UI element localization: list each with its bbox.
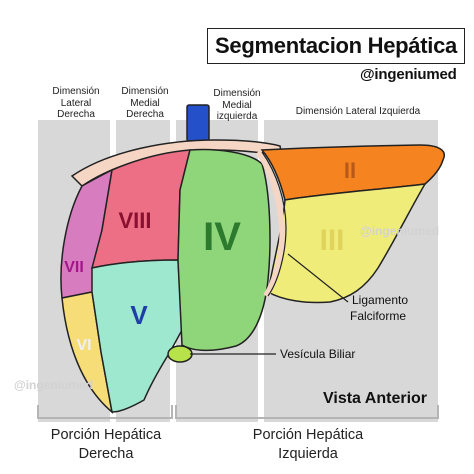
segment-iv [177, 148, 271, 352]
vesicula-biliar [167, 345, 193, 363]
bracket-izquierda [175, 405, 439, 419]
page-title: Segmentacion Hepática [207, 28, 465, 64]
label-vi: VI [76, 337, 91, 354]
ligamento-outline [261, 151, 287, 297]
label-vii: VII [64, 259, 84, 276]
ligamento-pointer [287, 253, 349, 303]
label-iii: III [319, 224, 344, 257]
segment-v [91, 259, 183, 413]
watermark-top: @ingeniumed [360, 224, 440, 238]
watermark-bottom: @ingeniumed [14, 378, 94, 392]
label-iv: IV [203, 215, 241, 259]
label-ligamento-line2: Falciforme [350, 309, 406, 323]
label-vesicula: Vesícula Biliar [280, 347, 355, 361]
view-label: Vista Anterior [323, 390, 428, 407]
ligamento-falciforme [255, 150, 286, 298]
label-viii: VIII [118, 208, 151, 233]
label-v: V [130, 300, 148, 330]
dimension-lateral-izquierda: Dimensión Lateral Izquierda [295, 106, 421, 117]
bracket-derecha [37, 405, 173, 419]
label-ligamento-line1: Ligamento [352, 293, 408, 307]
author-handle: @ingeniumed [360, 66, 457, 83]
label-ii: II [344, 158, 356, 183]
